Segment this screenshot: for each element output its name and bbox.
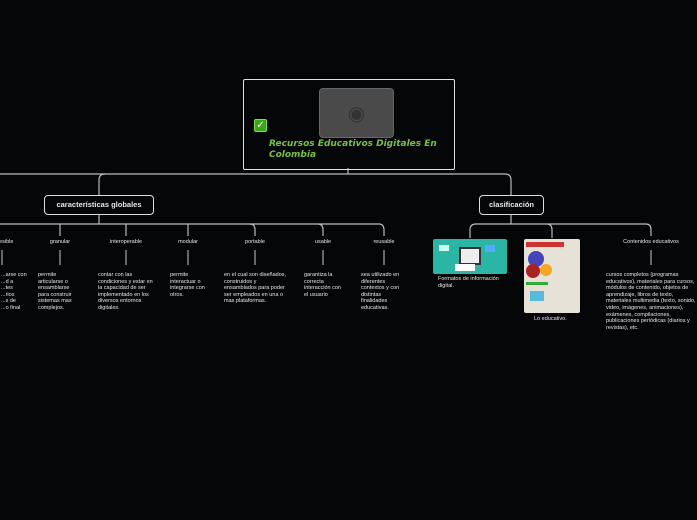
root-topic[interactable] (243, 79, 455, 170)
digital-formats-image[interactable] (433, 239, 507, 274)
subtopic-modular[interactable]: modular (178, 239, 198, 245)
desc-portable: en el cual son diseñados, construidos y … (224, 272, 287, 305)
desc-modular: permite interactuar o integrarse con otr… (170, 272, 205, 298)
topic-caracteristicas-globales[interactable]: características globales (44, 195, 154, 215)
subtopic-interoperable[interactable]: interoperable (109, 239, 143, 245)
desc-accesible: ...arse con ...d a ...tes ...rios ...s d… (1, 272, 27, 311)
topic-clasificacion[interactable]: clasificación (479, 195, 544, 215)
desc-interoperable: contar con las condiciones y estar en la… (98, 272, 153, 311)
subtopic-accesible[interactable]: accesible (0, 239, 14, 245)
subtopic-usable[interactable]: usable (314, 239, 332, 245)
label-lo-educativo: Lo educativo. (534, 316, 567, 322)
desc-contenidos-educativos: cursos completos (programas educativos),… (606, 272, 696, 331)
subtopic-contenidos-educativos[interactable]: Contenidos educativos (623, 239, 679, 245)
educational-poster-image[interactable] (524, 239, 580, 313)
camera-icon[interactable]: ◉ (319, 88, 394, 138)
label-formatos: Formatos de información digital. (438, 276, 499, 289)
desc-granular: permite articularse o ensamblarse para c… (38, 272, 72, 311)
root-title: Recursos Educativos Digitales En Colombi… (269, 139, 437, 160)
subtopic-portable[interactable]: portable (245, 239, 265, 245)
subtopic-granular[interactable]: granular (49, 239, 71, 245)
checkbox-icon[interactable]: ✓ (254, 119, 267, 132)
desc-usable: garantiza la correcta interacción con el… (304, 272, 341, 298)
desc-reusable: sea utilizado en diferentes contextos y … (361, 272, 400, 311)
subtopic-reusable[interactable]: reusable (373, 239, 395, 245)
